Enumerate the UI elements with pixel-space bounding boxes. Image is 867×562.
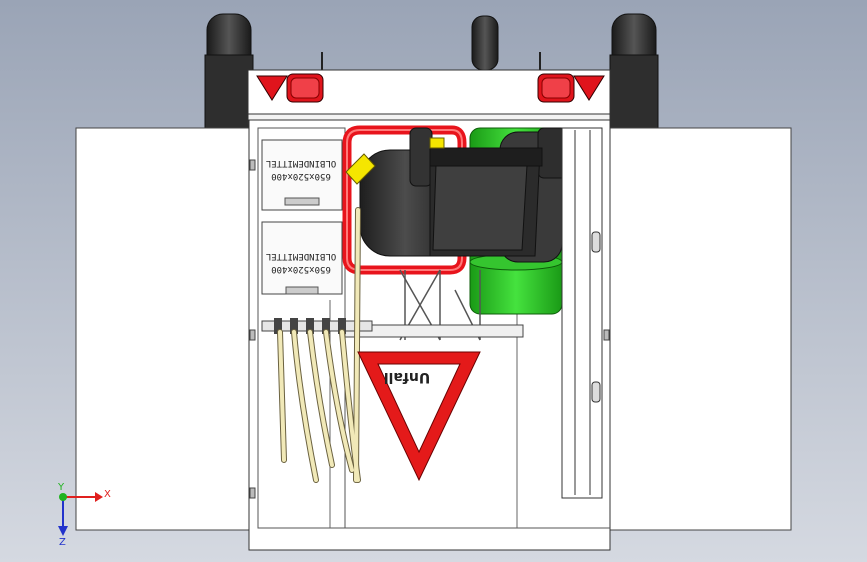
hose-couplings <box>274 318 346 334</box>
right-side-panel[interactable] <box>604 127 792 531</box>
x-axis-label: X <box>104 489 111 500</box>
lower-plate-line2: OLBINDEMITTEL <box>266 251 336 261</box>
yellow-fitting <box>429 137 445 149</box>
x-axis-arrowhead <box>95 492 103 502</box>
housing-bolts <box>249 159 610 499</box>
hoses[interactable] <box>278 208 360 482</box>
right-rail-assembly[interactable] <box>561 127 603 499</box>
upper-plate-line1: 650x520x400 <box>271 171 331 181</box>
warning-triangle-sign[interactable]: Unfall <box>357 351 481 482</box>
left-tail-lens <box>290 77 320 99</box>
lower-data-plate: 650x520x400 OLBINDEMITTEL <box>261 221 343 295</box>
hose-manifold[interactable] <box>261 320 373 332</box>
hopper[interactable] <box>429 147 543 257</box>
left-reflector-triangle <box>256 75 288 101</box>
right-reflector-triangle <box>573 75 605 101</box>
y-axis-label: Y <box>57 482 65 493</box>
yellow-nozzle[interactable] <box>345 153 376 185</box>
warning-sign-text: Unfall <box>384 369 430 385</box>
z-axis-label: Z <box>59 537 66 548</box>
upper-plate-line2: OLBINDEMITTEL <box>266 158 336 168</box>
jockey-wheel[interactable] <box>471 15 499 71</box>
red-pipe-loop[interactable] <box>342 125 467 275</box>
left-tire[interactable] <box>204 13 254 129</box>
lower-plate-line1: 650x520x400 <box>271 264 331 274</box>
z-axis-arrowhead <box>58 526 68 536</box>
left-side-panel[interactable] <box>75 127 257 531</box>
upper-data-plate: 650x520x400 OLBINDEMITTEL <box>261 139 343 211</box>
axis-triad: X Y Z <box>57 482 111 548</box>
y-axis-dot <box>59 493 67 501</box>
right-tire[interactable] <box>609 13 659 129</box>
right-tail-lens <box>541 77 571 99</box>
